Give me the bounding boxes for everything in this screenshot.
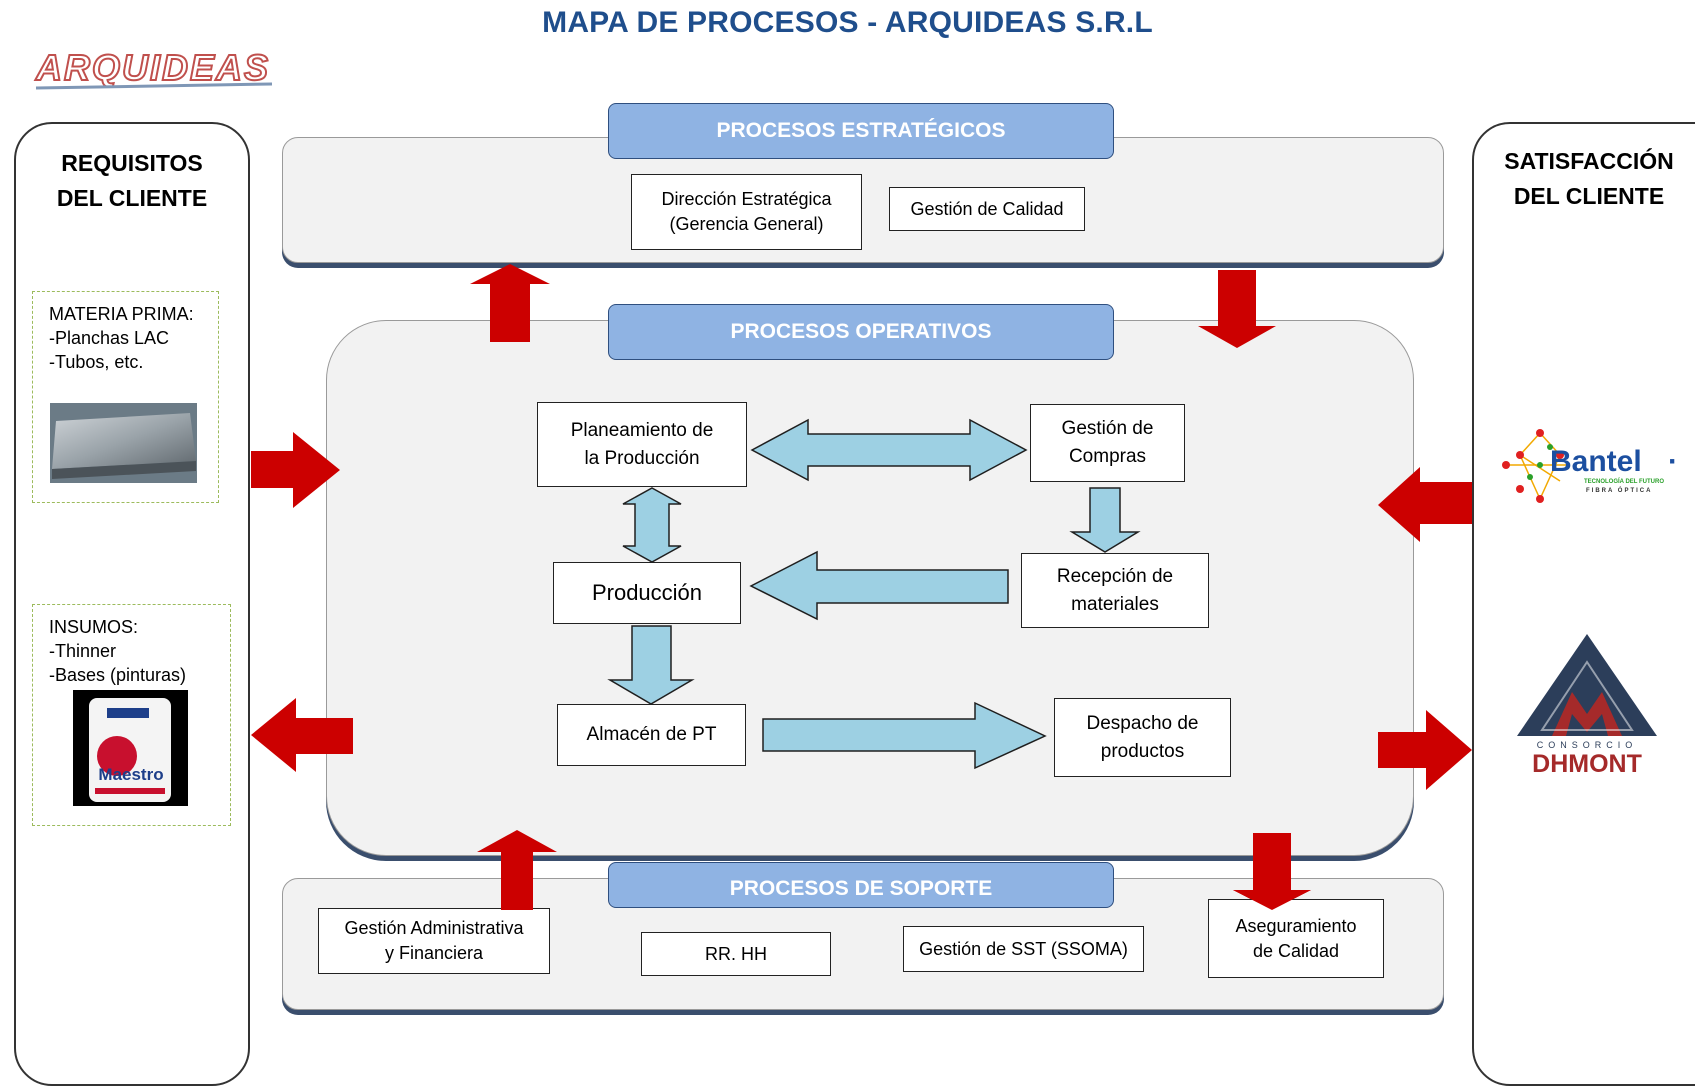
materials-reception-box: Recepción de materiales [1021,553,1209,628]
blue-double-arrow [622,487,682,563]
dhmont-name: DHMONT [1532,750,1642,778]
box-label: RR. HH [705,943,767,964]
strategic-processes-banner: PROCESOS ESTRATÉGICOS [608,103,1114,159]
production-box: Producción [553,562,741,624]
svg-text:ARQUIDEAS: ARQUIDEAS [35,47,270,88]
client-satisfaction-panel: SATISFACCIÓN DEL CLIENTE [1472,122,1695,1086]
box-label: y Financiera [384,943,484,963]
supplies-heading: INSUMOS: [49,617,139,637]
box-label: Dirección Estratégica [661,189,832,209]
box-label: materiales [1071,593,1159,615]
quality-assurance-box: Aseguramiento de Calidad [1208,899,1384,978]
red-right-arrow [1378,710,1472,790]
support-processes-banner: PROCESOS DE SOPORTE [608,862,1114,908]
blue-down-arrow [607,625,695,705]
svg-text:·: · [1668,445,1678,478]
page-title: MAPA DE PROCESOS - ARQUIDEAS S.R.L [542,6,1153,39]
raw-material-item: -Planchas LAC [49,328,170,348]
bantel-name: Bantel [1550,445,1642,478]
box-label: la Producción [584,447,700,469]
bantel-tagline: FIBRA ÓPTICA [1586,486,1652,494]
raw-material-heading: MATERIA PRIMA: [49,304,194,324]
purchasing-box: Gestión de Compras [1030,404,1185,482]
supplies-item: -Bases (pinturas) [49,665,187,685]
bantel-tagline: TECNOLOGÍA DEL FUTURO [1584,477,1664,485]
client-requirements-title-line1: REQUISITOS [61,150,203,176]
quality-management-box: Gestión de Calidad [889,187,1085,231]
red-left-arrow [251,698,353,772]
arquideas-logo: ARQUIDEAS [34,46,273,90]
operative-processes-banner: PROCESOS OPERATIVOS [608,304,1114,360]
box-label: Aseguramiento [1235,915,1357,936]
box-label: Gestión de Calidad [910,198,1064,219]
arrows-layer [251,264,1472,910]
client-requirements-title-line2: DEL CLIENTE [56,185,208,211]
production-planning-box: Planeamiento de la Producción [537,402,747,487]
raw-material-item: -Tubos, etc. [49,352,144,372]
dhmont-small-text: CONSORCIO [1537,740,1638,750]
dhmont-logo: CONSORCIO DHMONT [1517,634,1657,778]
box-label: Producción [591,580,703,605]
product-dispatch-box: Despacho de productos [1054,698,1231,777]
supplies-box: INSUMOS: -Thinner -Bases (pinturas) [32,604,231,826]
supplies-item: -Thinner [49,641,117,661]
finished-goods-warehouse-box: Almacén de PT [557,704,746,766]
box-label: Recepción de [1056,565,1174,587]
box-label: Gestión de SST (SSOMA) [919,938,1128,959]
paint-can-label: Maestro [98,765,163,784]
bantel-logo: Bantel · TECNOLOGÍA DEL FUTURO FIBRA ÓPT… [1502,429,1678,503]
client-satisfaction-title-line2: DEL CLIENTE [1513,183,1665,209]
strategic-direction-box: Dirección Estratégica (Gerencia General) [631,174,862,250]
box-label: de Calidad [1252,940,1340,961]
admin-finance-box: Gestión Administrativa y Financiera [318,908,550,974]
blue-right-arrow [762,701,1047,770]
client-satisfaction-title-line1: SATISFACCIÓN [1504,148,1674,174]
box-label: Planeamiento de [570,419,714,441]
red-down-arrow [1198,270,1276,348]
blue-double-arrow [750,418,1028,482]
red-up-arrow [470,264,550,342]
blue-left-arrow [749,550,1009,621]
box-label: Gestión Administrativa [344,918,524,938]
human-resources-box: RR. HH [641,932,831,976]
box-label: Almacén de PT [586,724,717,745]
box-label: Despacho de [1086,712,1199,734]
blue-down-arrow [1069,487,1141,553]
box-label: Gestión de [1061,418,1154,439]
red-right-arrow [251,432,340,508]
red-up-arrow [477,830,557,908]
ssoma-box: Gestión de SST (SSOMA) [903,926,1144,972]
steel-sheets-image [50,403,197,483]
paint-can-image: Maestro [73,690,188,806]
box-label: (Gerencia General) [669,214,824,234]
red-left-arrow [1378,467,1472,542]
box-label: productos [1100,740,1185,762]
box-label: Compras [1068,446,1147,467]
